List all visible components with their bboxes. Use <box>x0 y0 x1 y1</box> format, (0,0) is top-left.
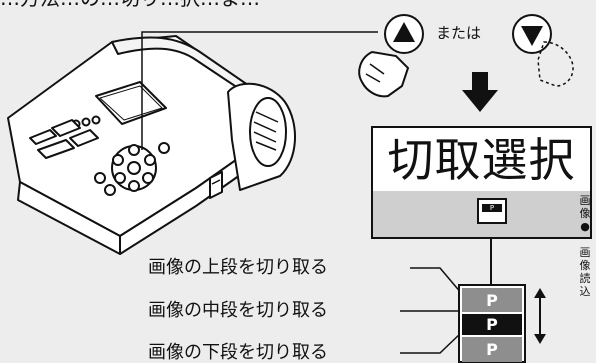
option-label-top: 画像の上段を切り取る <box>148 257 328 278</box>
leader-line-device <box>141 31 378 150</box>
crop-cell-middle-selected: P <box>462 312 522 337</box>
down-button-hand-illustration <box>512 14 574 87</box>
side-char: 込 <box>579 285 591 298</box>
lcd-title: 切取選択 <box>387 133 576 187</box>
side-label-top: 画 像 ● <box>576 194 594 233</box>
mini-crop-icon: P <box>477 198 507 224</box>
option-leader-lines <box>400 267 463 354</box>
mini-crop-icon-label: P <box>482 204 502 212</box>
up-button-hand-illustration <box>358 14 424 98</box>
crop-cell-bottom: P <box>462 337 522 362</box>
side-char: 像 <box>579 259 591 272</box>
down-triangle-icon <box>521 26 543 46</box>
up-triangle-icon <box>393 22 415 42</box>
or-label: または <box>436 24 482 42</box>
side-char: ● <box>580 220 590 233</box>
side-char: 画 <box>579 194 591 207</box>
side-label-bottom: 画 像 読 込 <box>576 246 594 298</box>
scroll-range-arrow <box>534 288 546 344</box>
lcd-screen: 切取選択 P <box>371 126 592 239</box>
side-char: 読 <box>579 272 591 285</box>
option-label-bottom: 画像の下段を切り取る <box>148 342 328 363</box>
header-partial: …方法…の…切り…択…ま… <box>0 0 260 8</box>
side-char: 像 <box>579 207 591 220</box>
side-char: 画 <box>579 246 591 259</box>
option-label-middle: 画像の中段を切り取る <box>148 300 328 321</box>
flow-arrow-down <box>462 72 498 112</box>
printer-device <box>7 35 296 255</box>
lcd-title-strip: 切取選択 <box>373 128 590 191</box>
crop-cell-top: P <box>462 288 522 313</box>
